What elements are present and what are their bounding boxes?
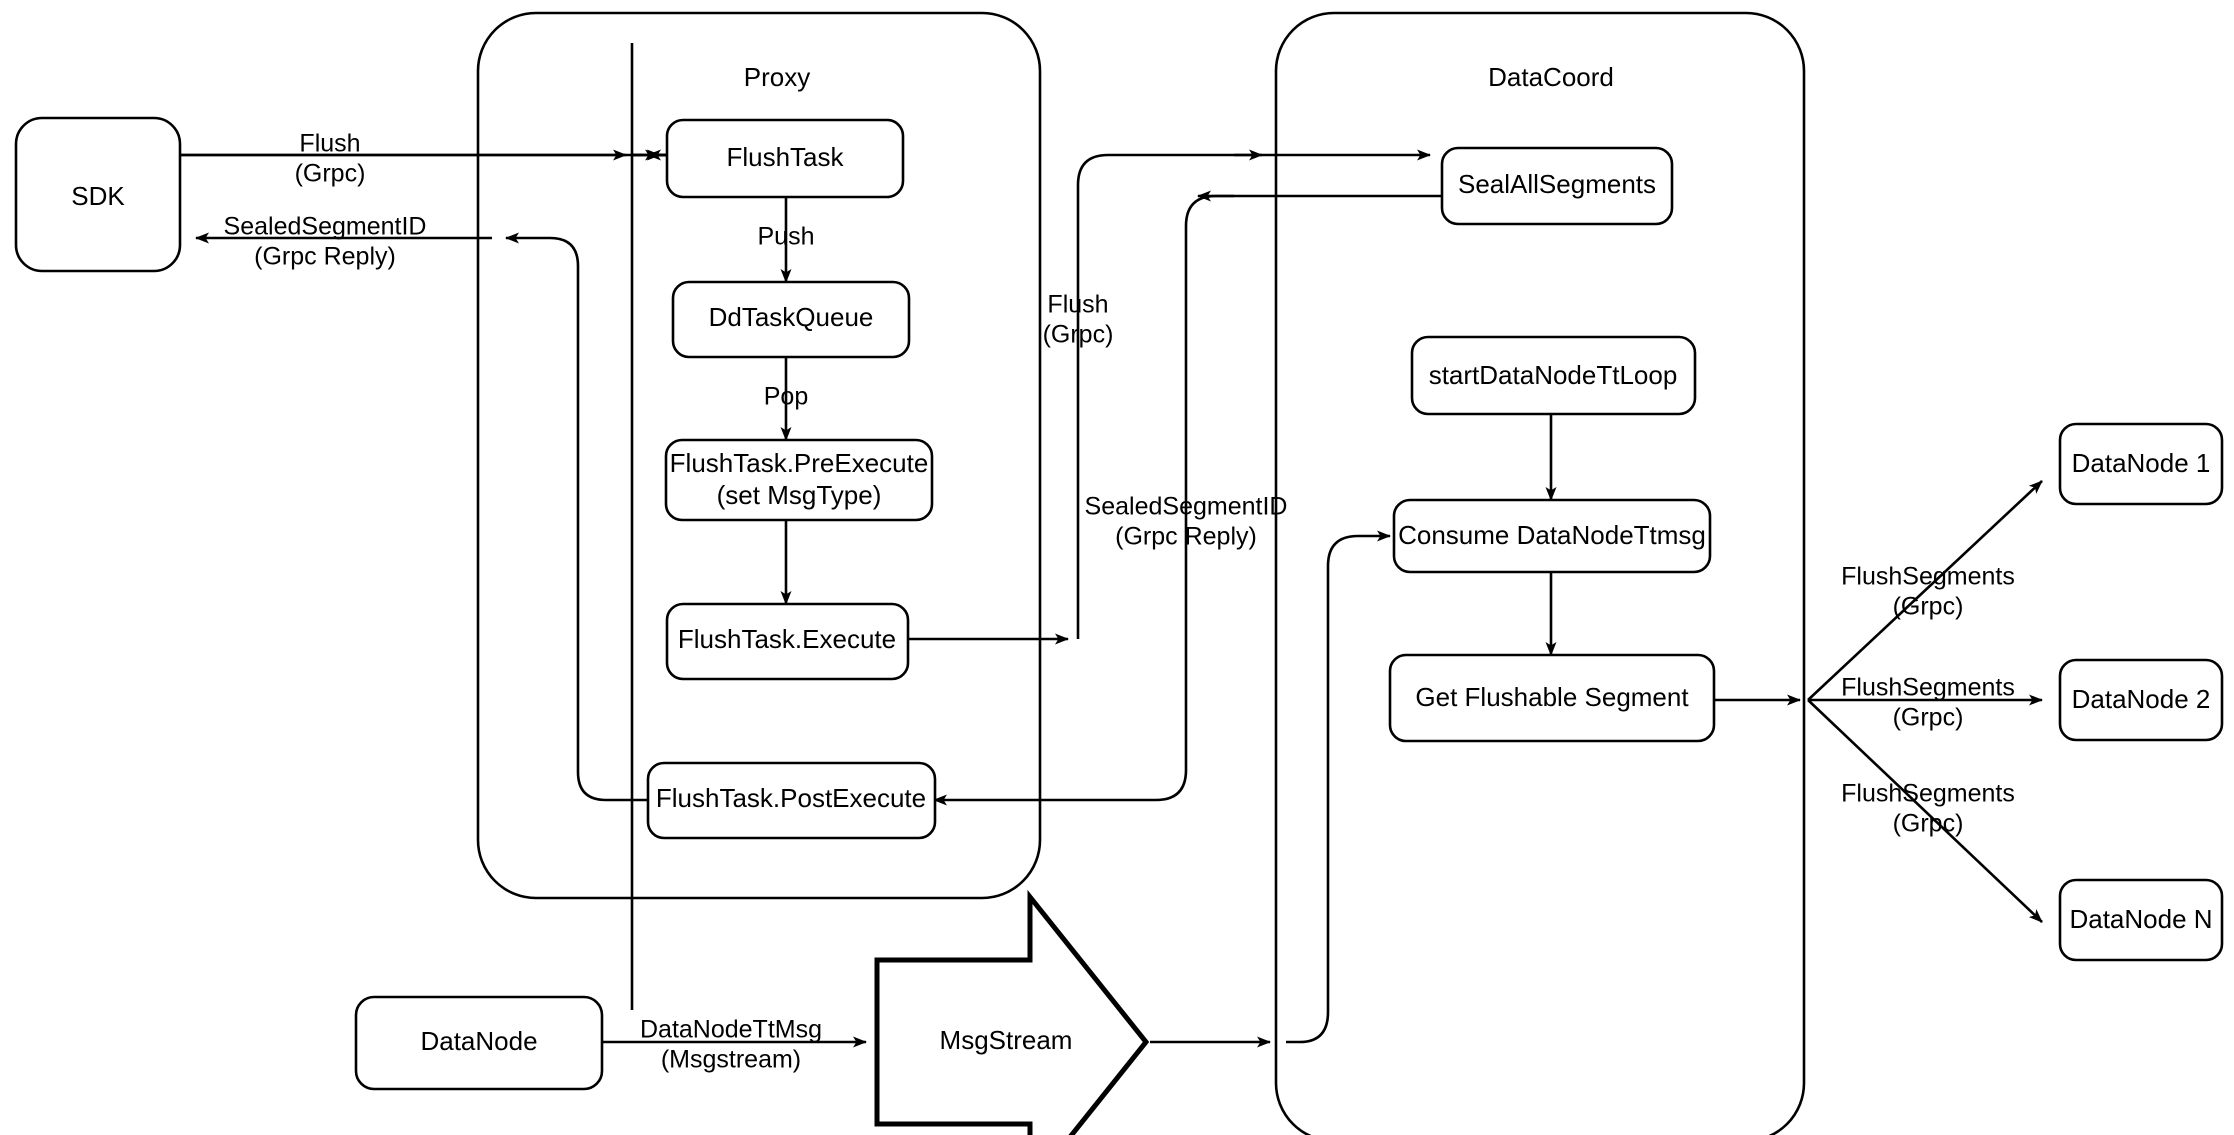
node-flushtask[interactable]: FlushTask [665,118,905,199]
execute-box[interactable] [665,602,910,681]
get-flushable-segment-label: Get Flushable Segment [1415,682,1689,712]
container-datacoord: DataCoord [1274,11,1806,1135]
datanoden-label: DataNode N [2069,904,2212,934]
edge-label-sealed-mid-line1: SealedSegmentID [1085,493,1288,521]
datacoord-container-label: DataCoord [1488,62,1614,92]
edge-label-flushsegmentsn-line2: (Grpc) [1893,810,1964,838]
get-flushable-segment-box[interactable] [1388,653,1716,743]
datanode-bottom-label: DataNode [420,1026,537,1056]
consume-datanodettmsg-label: Consume DataNodeTtmsg [1398,520,1706,550]
node-sdk[interactable]: SDK [14,116,182,273]
edge-label-sealed-mid-line2: (Grpc Reply) [1115,523,1257,551]
edge-datacoord-ingest-to-consume [1286,530,1391,1044]
node-datanode-bottom[interactable]: DataNode [354,995,604,1091]
datanode-bottom-box[interactable] [354,995,604,1091]
sdk-box[interactable] [14,116,182,273]
ddtaskqueue-box[interactable] [671,280,911,359]
edge-fanout-to-datanode1 [1807,480,2043,701]
datanoden-box[interactable] [2058,878,2224,962]
preexecute-label-line1: FlushTask.PreExecute [670,448,929,478]
proxy-container-label: Proxy [744,62,810,92]
node-datanode-2[interactable]: DataNode 2 [2058,658,2224,742]
edge-label-flushsegments2-line1: FlushSegments [1841,674,2015,702]
proxy-container-outline [476,11,1042,900]
node-flushtask-preexecute[interactable]: FlushTask.PreExecute (set MsgType) [664,438,934,522]
node-sealallsegments[interactable]: SealAllSegments [1440,146,1674,226]
edge-label-flush-grpc-line1: Flush [299,130,360,158]
preexecute-box[interactable] [664,438,934,522]
datanode2-box[interactable] [2058,658,2224,742]
edge-postexecute-reply-path [505,232,648,802]
node-startdatanodettloop[interactable]: startDataNodeTtLoop [1410,335,1697,416]
edge-label-flush-mid-line1: Flush [1047,291,1108,319]
edge-label-flush-grpc-line2: (Grpc) [295,160,366,188]
edge-flush-grpc-rail [1076,149,1263,639]
startdatanodettloop-box[interactable] [1410,335,1697,416]
datanode1-label: DataNode 1 [2072,448,2211,478]
sealallsegments-label: SealAllSegments [1458,169,1656,199]
msgstream-label: MsgStream [940,1025,1073,1055]
msgstream-arrow-shape[interactable] [874,889,1150,1135]
node-datanode-n[interactable]: DataNode N [2058,878,2224,962]
edge-label-datanodettmsg-line1: DataNodeTtMsg [640,1016,822,1044]
startdatanodettloop-label: startDataNodeTtLoop [1429,360,1678,390]
edge-label-datanodettmsg-line2: (Msgstream) [661,1046,801,1074]
flushtask-box[interactable] [665,118,905,199]
node-get-flushable-segment[interactable]: Get Flushable Segment [1388,653,1716,743]
node-consume-datanodettmsg[interactable]: Consume DataNodeTtmsg [1392,498,1712,574]
node-flushtask-execute[interactable]: FlushTask.Execute [665,602,910,681]
preexecute-label-line2: (set MsgType) [717,480,882,510]
ddtaskqueue-label: DdTaskQueue [709,302,874,332]
edge-sealedsegmentid-to-postexecute [933,226,1188,806]
execute-label: FlushTask.Execute [678,624,896,654]
edge-sealed-rail-corner [1184,194,1234,227]
sealallsegments-box[interactable] [1440,146,1674,226]
edge-label-flushsegmentsn-line1: FlushSegments [1841,780,2015,808]
sdk-label: SDK [71,181,125,211]
consume-datanodettmsg-box[interactable] [1392,498,1712,574]
edge-label-sealed-reply-line2: (Grpc Reply) [254,243,396,271]
node-datanode-1[interactable]: DataNode 1 [2058,422,2224,506]
edge-proxy-rail-topcurve [632,43,700,100]
datanode1-box[interactable] [2058,422,2224,506]
datacoord-container-outline [1274,11,1806,1135]
edge-label-sealed-reply-line1: SealedSegmentID [224,213,427,241]
edge-label-flush-mid-line2: (Grpc) [1043,321,1114,349]
flushtask-label: FlushTask [726,142,844,172]
edge-label-flushsegments1-line2: (Grpc) [1893,593,1964,621]
node-ddtaskqueue[interactable]: DdTaskQueue [671,280,911,359]
edge-label-flushsegments2-line2: (Grpc) [1893,704,1964,732]
datanode2-label: DataNode 2 [2072,684,2211,714]
edge-label-push: Push [758,223,815,251]
node-msgstream[interactable]: MsgStream [874,889,1150,1135]
edge-fanout-to-datanoden [1807,699,2043,923]
edge-label-pop: Pop [764,383,808,411]
node-flushtask-postexecute[interactable]: FlushTask.PostExecute [646,761,937,840]
postexecute-label: FlushTask.PostExecute [656,783,926,813]
edge-label-flushsegments1-line1: FlushSegments [1841,563,2015,591]
container-proxy: Proxy [476,11,1042,900]
postexecute-box[interactable] [646,761,937,840]
